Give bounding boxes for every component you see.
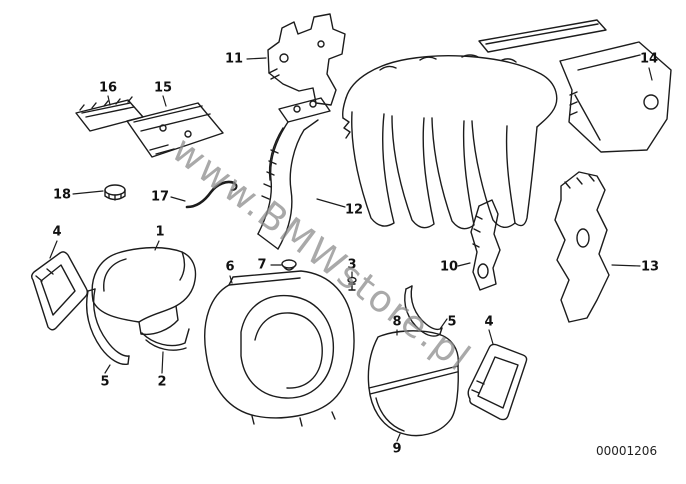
part-4-left-drawing (31, 251, 88, 331)
part-label-9[interactable]: 9 (392, 441, 402, 457)
part-3-drawing (347, 276, 357, 291)
part-14-drawing (478, 19, 672, 153)
part-label-3[interactable]: 3 (347, 257, 357, 273)
part-15-drawing (126, 102, 224, 158)
part-18-drawing (104, 184, 126, 201)
part-label-4-right[interactable]: 4 (484, 314, 494, 330)
leader-lines (49, 57, 653, 442)
part-label-4-left[interactable]: 4 (52, 224, 62, 240)
part-label-10[interactable]: 10 (439, 259, 459, 275)
part-label-15[interactable]: 15 (153, 80, 173, 96)
part-2-drawing (141, 328, 190, 351)
part-7-drawing (281, 259, 297, 271)
engine-manifold-drawing (342, 54, 558, 230)
part-12-drawing (257, 97, 331, 250)
part-label-16[interactable]: 16 (98, 80, 118, 96)
part-5-right-drawing (404, 285, 443, 337)
part-label-14[interactable]: 14 (639, 51, 659, 67)
part-label-13[interactable]: 13 (640, 259, 660, 275)
part-label-5-left[interactable]: 5 (100, 374, 110, 390)
part-17-drawing (185, 180, 238, 209)
doc-number: 00001206 (596, 444, 658, 458)
part-label-18[interactable]: 18 (52, 187, 72, 203)
part-label-17[interactable]: 17 (150, 189, 170, 205)
part-11-drawing (267, 13, 346, 106)
part-1-drawing (91, 246, 197, 336)
part-9-drawing (368, 365, 459, 437)
part-8-drawing (367, 330, 459, 395)
part-label-8[interactable]: 8 (392, 314, 402, 330)
part-4-right-drawing (467, 343, 528, 421)
part-6-drawing (204, 270, 355, 427)
part-label-5-right[interactable]: 5 (447, 314, 457, 330)
part-10-drawing (470, 199, 501, 291)
part-label-2[interactable]: 2 (157, 374, 167, 390)
part-label-11[interactable]: 11 (224, 51, 244, 67)
part-5-left-drawing (85, 288, 130, 366)
part-label-7[interactable]: 7 (257, 257, 267, 273)
part-13-drawing (554, 171, 610, 323)
part-label-12[interactable]: 12 (344, 202, 364, 218)
part-label-6[interactable]: 6 (225, 259, 235, 275)
part-label-1[interactable]: 1 (155, 224, 165, 240)
